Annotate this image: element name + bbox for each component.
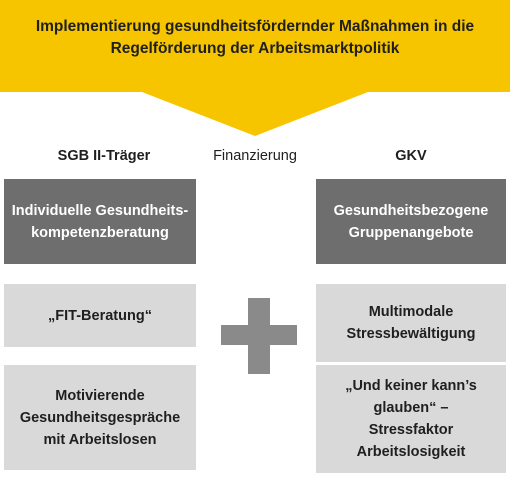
box-text: kompetenzberatung xyxy=(31,224,169,241)
header-sgb: SGB II-Träger xyxy=(57,148,151,164)
banner-arrow-shape xyxy=(0,0,510,136)
box-text: „FIT-Beratung“ xyxy=(48,307,152,324)
header-financing: Finanzierung xyxy=(213,148,297,164)
banner-title-line1: Implementierung gesundheitsfördernder Ma… xyxy=(35,18,475,35)
box-group-offers: Gesundheitsbezogene Gruppenangebote xyxy=(316,179,506,264)
box-text: Gruppenangebote xyxy=(348,224,474,241)
banner-title: Implementierung gesundheitsfördernder Ma… xyxy=(0,16,510,60)
box-unemployment-stress: „Und keiner kann’s glauben“ – Stressfakt… xyxy=(316,365,506,473)
yellow-banner-arrow xyxy=(0,0,510,136)
banner-title-line2: Regelförderung der Arbeitsmarktpolitik xyxy=(110,40,400,57)
box-text: Stressbewältigung xyxy=(346,326,476,342)
box-text: glauben“ – xyxy=(373,400,449,416)
header-gkv: GKV xyxy=(395,148,427,164)
box-text: mit Arbeitslosen xyxy=(43,431,157,448)
box-text: „Und keiner kann’s xyxy=(345,378,477,394)
box-motivational-talks: Motivierende Gesundheitsgespräche mit Ar… xyxy=(4,365,196,470)
plus-icon-vertical xyxy=(248,298,270,374)
box-text: Individuelle Gesundheits- xyxy=(11,202,189,219)
box-fit-counseling: „FIT-Beratung“ xyxy=(4,284,196,347)
box-text: Stressfaktor xyxy=(368,422,454,438)
box-text: Multimodale xyxy=(368,304,454,320)
box-text: Arbeitslosigkeit xyxy=(356,444,466,460)
box-text: Gesundheitsgespräche xyxy=(19,409,181,426)
box-text: Motivierende xyxy=(55,387,145,404)
box-individual-counseling: Individuelle Gesundheits- kompetenzberat… xyxy=(4,179,196,264)
box-text: Gesundheitsbezogene xyxy=(333,202,489,219)
box-stress-management: Multimodale Stressbewältigung xyxy=(316,284,506,362)
